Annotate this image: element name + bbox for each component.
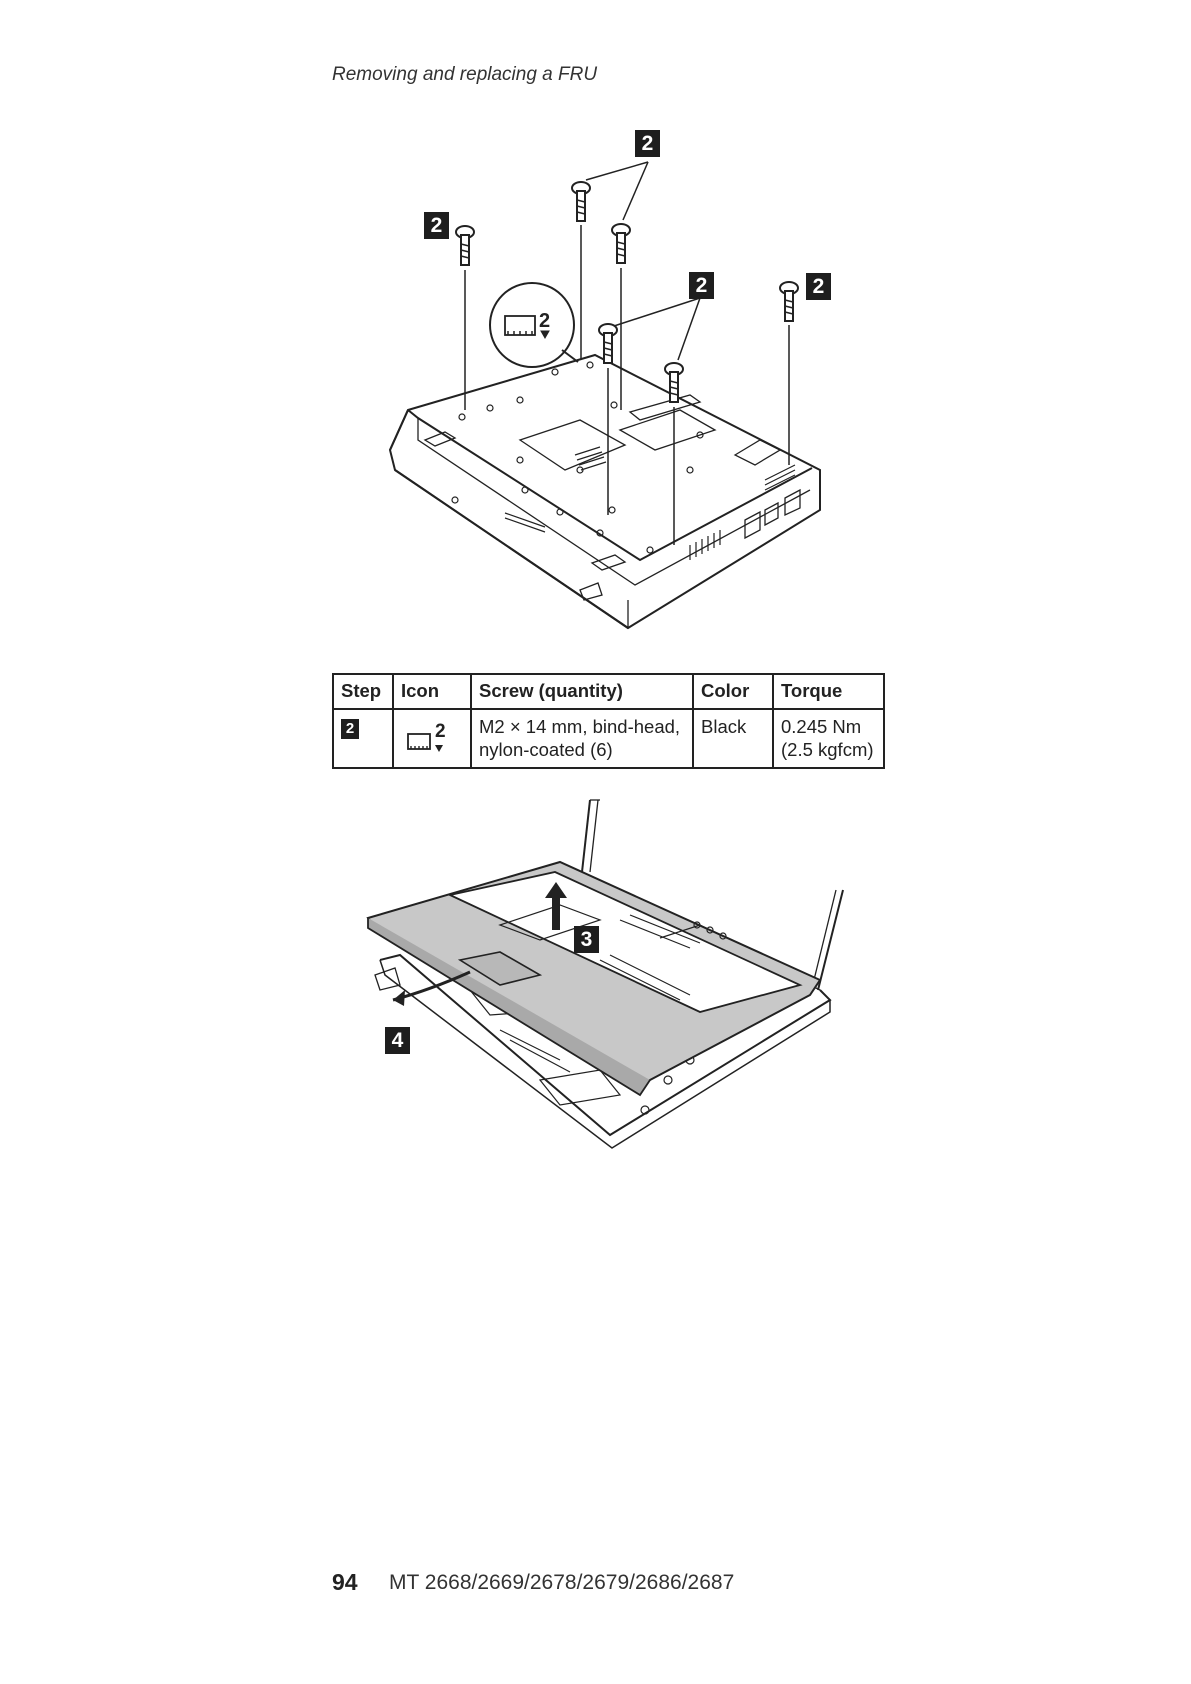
- running-header: Removing and replacing a FRU: [332, 64, 597, 86]
- header-color: Color: [693, 674, 773, 709]
- figure-palmrest-removal: [360, 790, 860, 1150]
- callout-2-top: 2: [635, 130, 660, 157]
- screw-slot-icon: 2: [401, 715, 451, 755]
- machine-types: MT 2668/2669/2678/2679/2686/2687: [389, 1571, 734, 1595]
- step-badge: 2: [341, 719, 359, 739]
- cell-step: 2: [333, 709, 393, 768]
- table-row: 2 2 M2 × 14 mm, bind-head, nylon-coated …: [333, 709, 884, 768]
- callout-4: 4: [385, 1027, 410, 1054]
- screw-spec-line1: M2 × 14 mm, bind-head,: [479, 715, 685, 738]
- header-screw: Screw (quantity): [471, 674, 693, 709]
- header-icon: Icon: [393, 674, 471, 709]
- header-torque: Torque: [773, 674, 884, 709]
- torque-line1: 0.245 Nm: [781, 715, 876, 738]
- screw-table: Step Icon Screw (quantity) Color Torque …: [332, 673, 885, 769]
- cell-torque: 0.245 Nm (2.5 kgfcm): [773, 709, 884, 768]
- callout-2-left: 2: [424, 212, 449, 239]
- callout-2-middle: 2: [689, 272, 714, 299]
- page-number: 94: [332, 1569, 358, 1596]
- header-step: Step: [333, 674, 393, 709]
- screw-spec-line2: nylon-coated (6): [479, 738, 685, 761]
- table-header-row: Step Icon Screw (quantity) Color Torque: [333, 674, 884, 709]
- torque-line2: (2.5 kgfcm): [781, 738, 876, 761]
- cell-icon: 2: [393, 709, 471, 768]
- cell-color: Black: [693, 709, 773, 768]
- callout-3: 3: [574, 926, 599, 953]
- figure-bottom-screws: 2: [370, 125, 850, 635]
- cell-screw: M2 × 14 mm, bind-head, nylon-coated (6): [471, 709, 693, 768]
- magnifier-icon-number: 2: [539, 310, 550, 332]
- callout-2-right: 2: [806, 273, 831, 300]
- icon-screw-number: 2: [435, 721, 446, 742]
